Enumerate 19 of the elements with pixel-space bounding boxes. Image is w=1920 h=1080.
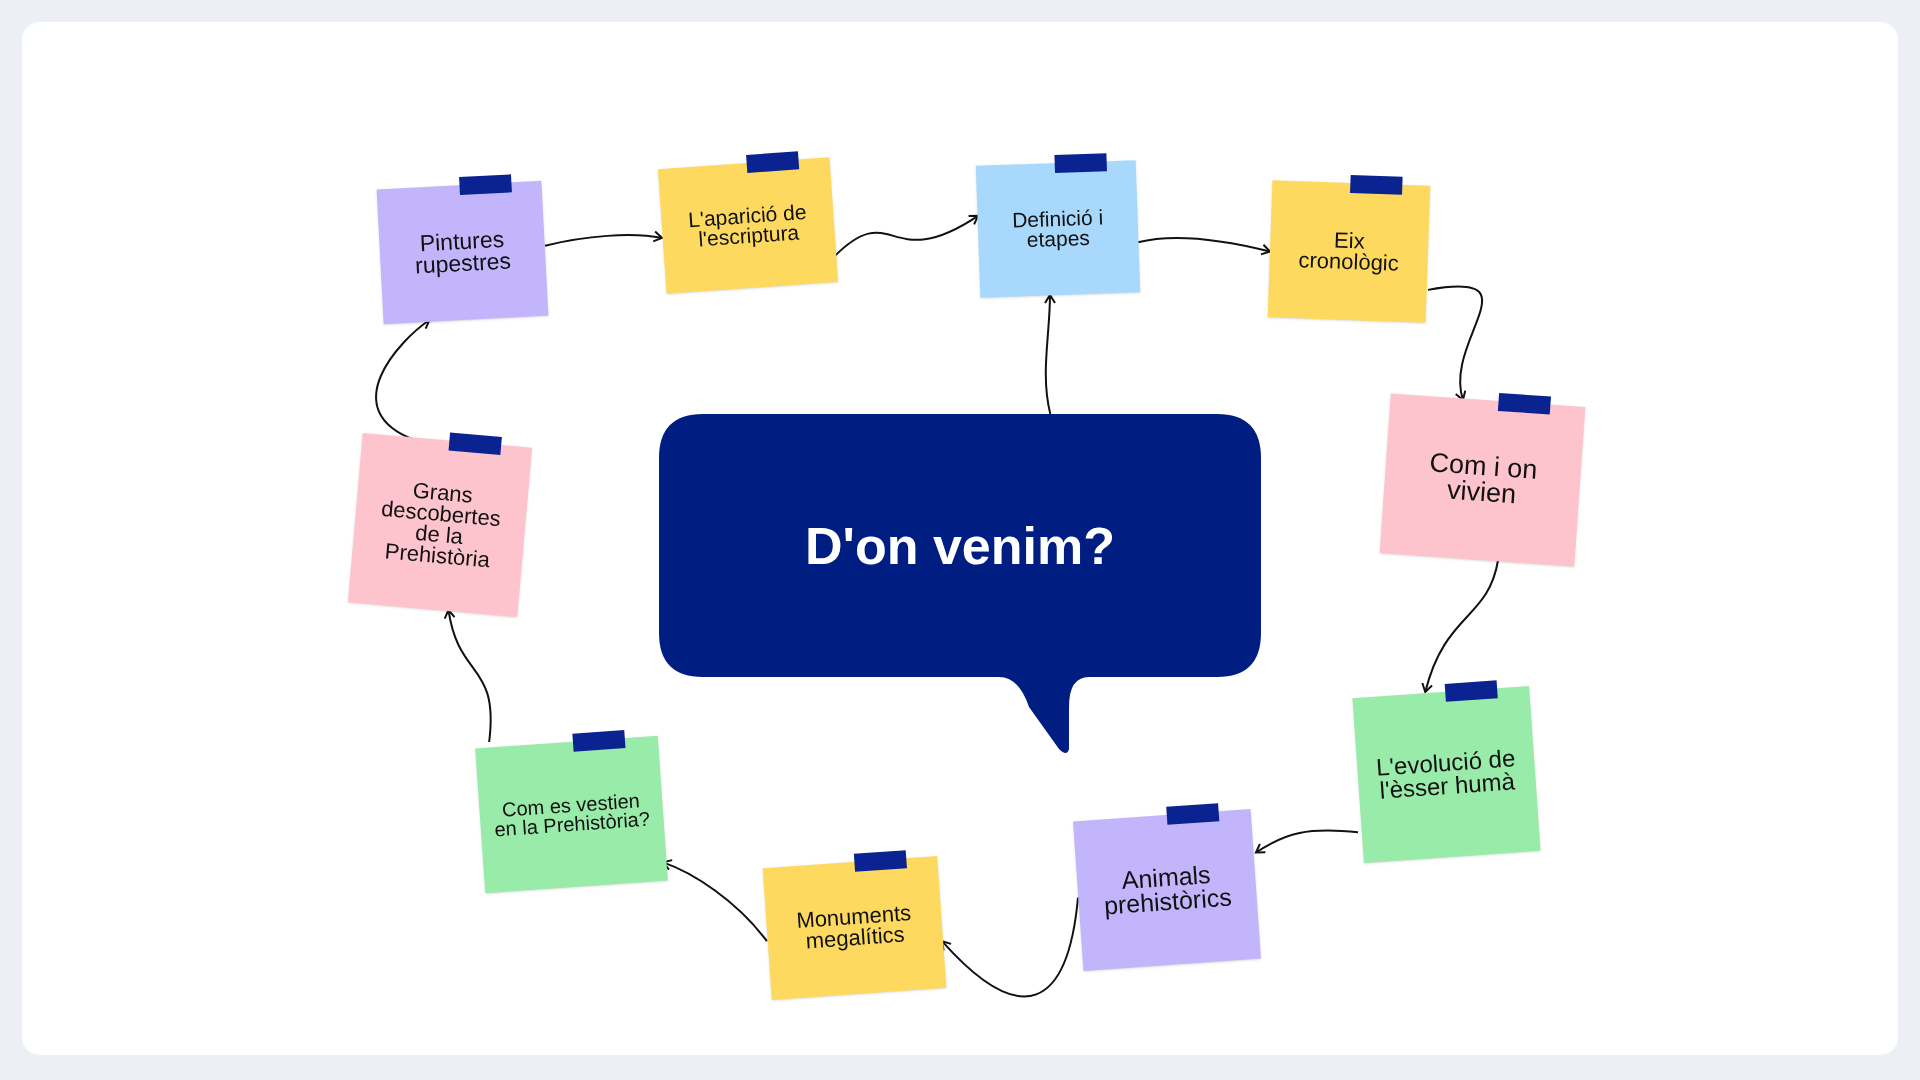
curly-arrow: [444, 609, 492, 743]
curly-arrow: [1137, 236, 1271, 256]
curly-arrow: [941, 896, 1079, 998]
note-text: Eix cronològic: [1297, 228, 1401, 275]
curly-arrow: [1427, 285, 1483, 401]
note-text: Com i on vivien: [1427, 448, 1540, 512]
curly-arrow: [1255, 829, 1359, 854]
curly-arrow: [1043, 294, 1056, 415]
note-text: L'aparició de l'escriptura: [686, 200, 809, 251]
curly-arrow: [1421, 559, 1500, 693]
note-text: Animals prehistòrics: [1102, 860, 1234, 920]
note-text: Com es vestien en la Prehistòria?: [492, 790, 652, 839]
note-text: Pintures rupestres: [413, 227, 513, 278]
bubble-title: D'on venim?: [805, 515, 1115, 577]
note-text: Definició i etapes: [1010, 206, 1105, 252]
note-text: Monuments megalítics: [794, 901, 913, 955]
note-text: Grans descobertes de la Prehistòria: [379, 477, 503, 573]
curly-arrow: [544, 230, 663, 247]
note-text: L'evolució de l'èsser humà: [1374, 746, 1518, 803]
